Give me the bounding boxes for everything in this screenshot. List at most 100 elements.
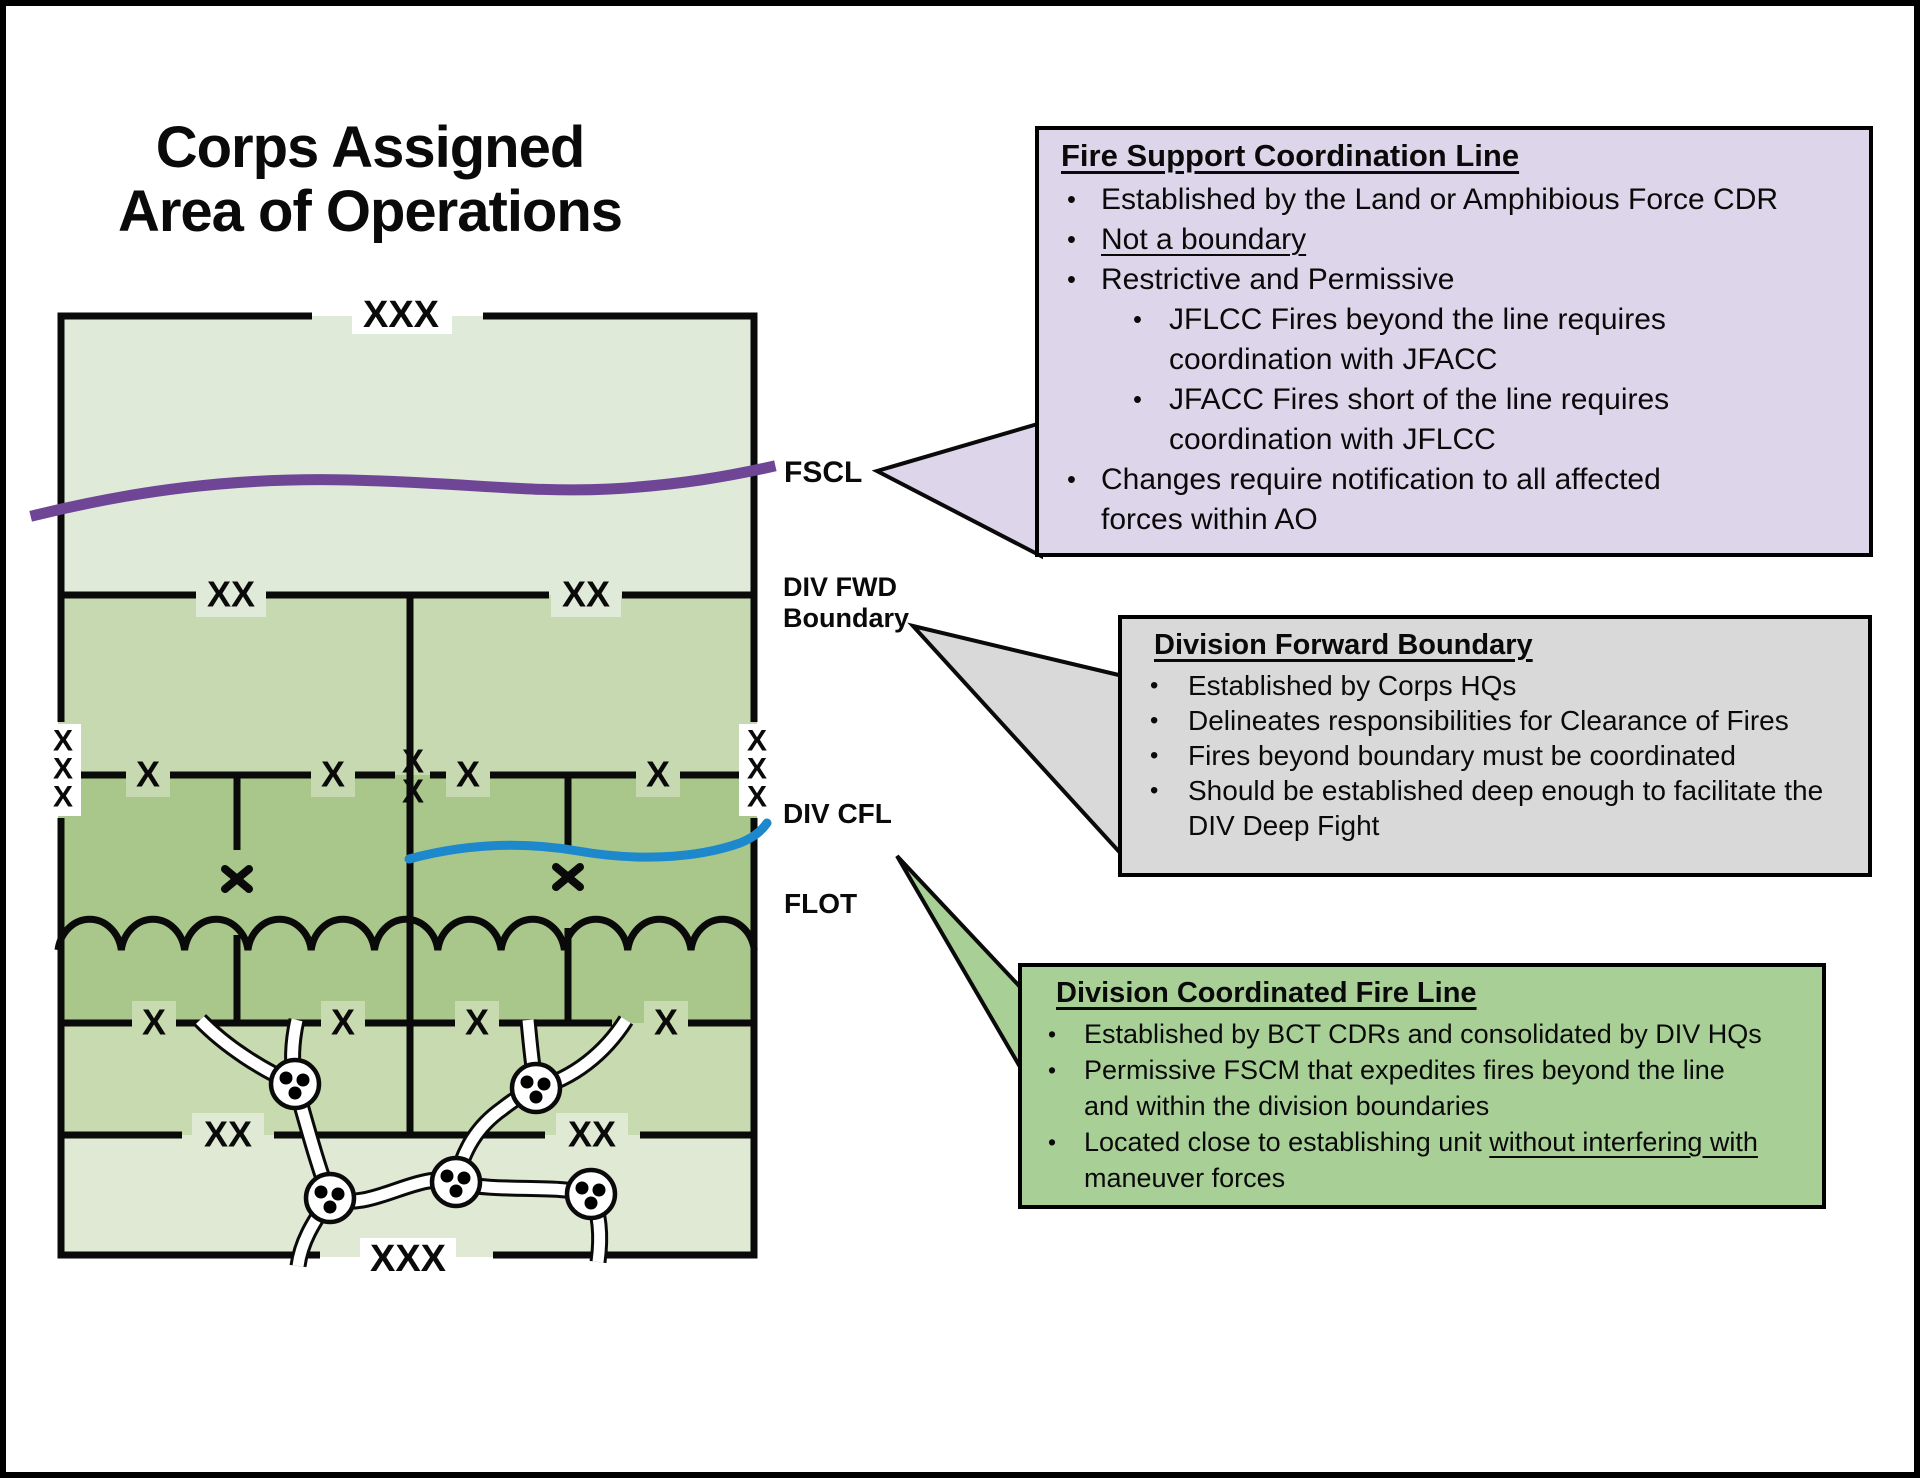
bullet-continuation: DIV Deep Fight [1148, 808, 1854, 843]
fscl-line [29, 460, 777, 522]
artillery-unit-symbols [268, 1057, 618, 1225]
bullet-text: coordination with JFACC [1169, 343, 1498, 376]
bullet-text: Located close to establishing unit [1084, 1127, 1490, 1157]
bullet-text: maneuver forces [1084, 1163, 1286, 1193]
bullet-icon [1150, 703, 1188, 738]
battalion-boundary-marks [221, 863, 584, 893]
bullet-icon [1150, 773, 1188, 808]
zone-corps-deep [58, 316, 757, 595]
division-marker-fwd-right: XX [562, 574, 610, 615]
stack-x: X [53, 725, 73, 758]
bullet: Established by the Land or Amphibious Fo… [1061, 180, 1851, 220]
brigade-marker: X [456, 754, 480, 795]
bullet-text: Should be established deep enough to fac… [1188, 775, 1824, 806]
bullet-icon [1067, 180, 1101, 220]
stack-x: X [53, 753, 73, 786]
fscl-label: FSCL [784, 456, 863, 489]
bullet: Not a boundary [1061, 220, 1851, 260]
stack-x: X [53, 781, 73, 814]
bullet-icon [1067, 220, 1101, 260]
division-marker-rear-right: XX [568, 1114, 616, 1155]
bullet-text: Established by the Land or Amphibious Fo… [1101, 183, 1779, 216]
bullet-text: DIV Deep Fight [1188, 810, 1380, 841]
bullet-text: and within the division boundaries [1084, 1091, 1490, 1121]
bullet-continuation: and within the division boundaries [1044, 1088, 1808, 1124]
corps-marker-top: XXX [363, 294, 440, 336]
bullet-text: JFACC Fires short of the line requires [1169, 383, 1670, 416]
bullet: Established by BCT CDRs and consolidated… [1044, 1016, 1808, 1052]
brigade-marker: X [654, 1002, 678, 1043]
bullet-text: Delineates responsibilities for Clearanc… [1188, 705, 1789, 736]
bullet-continuation: coordination with JFLCC [1061, 420, 1851, 460]
div-fwd-boundary-label: DIV FWD Boundary [783, 572, 909, 634]
bullet: Permissive FSCM that expedites fires bey… [1044, 1052, 1808, 1088]
sub-bullet: JFLCC Fires beyond the line requires [1061, 300, 1851, 340]
brigade-marker: X [321, 754, 345, 795]
bullet-continuation: coordination with JFACC [1061, 340, 1851, 380]
corps-marker-bottom: XXX [370, 1238, 447, 1280]
sub-bullet: JFACC Fires short of the line requires [1061, 380, 1851, 420]
bullet-text: Established by Corps HQs [1188, 670, 1517, 701]
flot-label: FLOT [784, 888, 858, 919]
div-fwd-callout-box: Division Forward Boundary Established by… [1118, 615, 1872, 877]
div-cfl-callout-title: Division Coordinated Fire Line [1056, 977, 1477, 1009]
brigade-marker: X [136, 754, 160, 795]
bullet-icon [1048, 1052, 1084, 1088]
division-marker-center-stack: X X [402, 743, 424, 810]
brigade-marker: X [646, 754, 670, 795]
bullet-text: Not a boundary [1101, 223, 1307, 256]
bullet-icon [1067, 260, 1101, 300]
flot-line [54, 915, 758, 951]
bullet: Located close to establishing unit witho… [1044, 1124, 1808, 1160]
div-cfl-callout-box: Division Coordinated Fire Line Establish… [1018, 963, 1826, 1209]
bullet: Established by Corps HQs [1148, 668, 1854, 703]
bullet: Changes require notification to all affe… [1061, 460, 1851, 500]
corps-marker-right-stack: X X X [747, 725, 767, 814]
bullet-text: coordination with JFLCC [1169, 423, 1496, 456]
div-fwd-callout-title: Division Forward Boundary [1154, 629, 1533, 661]
page-title-line1: Corps Assigned [155, 115, 586, 180]
bullet-icon [1048, 1016, 1084, 1052]
division-marker-fwd-left: XX [207, 574, 255, 615]
ao-boundary [57, 312, 758, 1259]
page-title: Corps Assigned Area of Operations [70, 116, 670, 244]
bullet-text: JFLCC Fires beyond the line requires [1169, 303, 1666, 336]
zone-corps-rear [58, 1135, 757, 1257]
bullet-text: Established by BCT CDRs and consolidated… [1084, 1019, 1762, 1049]
stack-x: X [402, 743, 424, 780]
bullet: Restrictive and Permissive [1061, 260, 1851, 300]
brigade-marker: X [331, 1002, 355, 1043]
fscl-callout-box: Fire Support Coordination Line Establish… [1035, 126, 1873, 557]
div-fwd-label-line2: Boundary [783, 603, 910, 633]
bullet-icon [1150, 668, 1188, 703]
div-cfl-line [404, 818, 772, 864]
bullet-text: Permissive FSCM that expedites fires bey… [1084, 1055, 1725, 1085]
bullet-text-underlined: without interfering with [1489, 1127, 1758, 1157]
brigade-marker: X [465, 1002, 489, 1043]
brigade-sector-ticks [233, 778, 572, 1023]
divfwd-callout-pointer [907, 622, 1125, 862]
stack-x: X [747, 781, 767, 814]
brigade-marker: X [142, 1002, 166, 1043]
stack-x: X [747, 725, 767, 758]
echelon-markers: XXX XXX XX XX XX XX X X X X X X X X X X … [53, 294, 767, 1280]
bullet: Fires beyond boundary must be coordinate… [1148, 738, 1854, 773]
divcfl-callout-pointer [895, 854, 1025, 1080]
corps-marker-left-stack: X X X [53, 725, 73, 814]
div-fwd-label-line1: DIV FWD [783, 572, 897, 602]
bullet-icon [1048, 1124, 1084, 1160]
bullet-continuation: forces within AO [1061, 500, 1851, 540]
bullet-icon [1150, 738, 1188, 773]
division-marker-rear-left: XX [204, 1114, 252, 1155]
bullet-icon [1133, 300, 1169, 340]
bullet-text: Restrictive and Permissive [1101, 263, 1455, 296]
bullet: Delineates responsibilities for Clearanc… [1148, 703, 1854, 738]
bullet-text: Changes require notification to all affe… [1101, 463, 1661, 496]
fscl-callout-title: Fire Support Coordination Line [1061, 138, 1520, 173]
bullet-continuation: maneuver forces [1044, 1160, 1808, 1196]
stack-x: X [402, 773, 424, 810]
page-title-line2: Area of Operations [117, 179, 623, 244]
bullet: Should be established deep enough to fac… [1148, 773, 1854, 808]
bullet-text: Fires beyond boundary must be coordinate… [1188, 740, 1736, 771]
